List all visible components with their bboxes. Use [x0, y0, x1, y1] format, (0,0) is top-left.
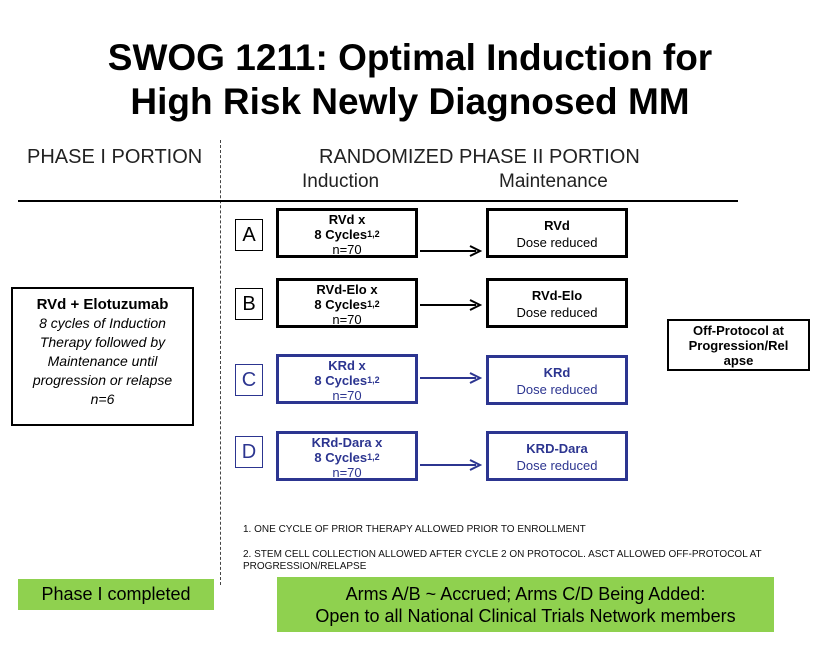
phase1-status-badge: Phase I completed: [18, 579, 214, 610]
arm-a-sup: 1,2: [367, 229, 380, 239]
header-rule: [18, 200, 738, 202]
arm-b-sup: 1,2: [367, 299, 380, 309]
phase1-line4: progression or relapse: [32, 372, 173, 388]
arms-status-badge: Arms A/B ~ Accrued; Arms C/D Being Added…: [277, 577, 774, 632]
arm-b-maint: RVd-Elo: [531, 288, 583, 303]
arm-b-regimen: RVd-Elo x: [316, 282, 378, 297]
arm-a-n: n=70: [332, 242, 362, 257]
arm-d-regimen: KRd-Dara x: [311, 435, 383, 450]
arm-a-maint-sub: Dose reduced: [516, 235, 598, 250]
arm-b-arrow: [420, 299, 483, 311]
arms-status-line2: Open to all National Clinical Trials Net…: [315, 606, 736, 626]
title-line-1: SWOG 1211: Optimal Induction for: [107, 37, 713, 78]
phase1-line1: 8 cycles of Induction: [39, 315, 166, 331]
phase1-header: PHASE I PORTION: [27, 146, 203, 168]
arm-a-arrow: [420, 245, 483, 257]
arms-status-line1: Arms A/B ~ Accrued; Arms C/D Being Added…: [345, 584, 706, 604]
arm-d-sup: 1,2: [367, 452, 380, 462]
maintenance-header: Maintenance: [499, 171, 608, 192]
phase1-line5: n=6: [90, 391, 115, 407]
off-protocol-box: Off-Protocol at Progression/Rel apse: [667, 319, 810, 371]
arm-b-n: n=70: [332, 312, 362, 327]
footnote-1: 1. ONE CYCLE OF PRIOR THERAPY ALLOWED PR…: [243, 524, 586, 535]
arm-b-letter: B: [235, 288, 263, 320]
arm-c-induction-box: KRd x 8 Cycles1,2 n=70: [276, 354, 418, 404]
arm-a-maint: RVd: [544, 218, 570, 233]
arm-d-maintenance-box: KRD-Dara Dose reduced: [486, 431, 628, 481]
arm-d-maint: KRD-Dara: [526, 441, 588, 456]
footnote-2b: PROGRESSION/RELAPSE: [243, 561, 367, 572]
footnote-2a: 2. STEM CELL COLLECTION ALLOWED AFTER CY…: [243, 549, 762, 560]
arm-a-regimen: RVd x: [328, 212, 366, 227]
phase1-line2: Therapy followed by: [39, 334, 166, 350]
title-line-2: High Risk Newly Diagnosed MM: [130, 81, 690, 122]
arm-c-n: n=70: [332, 388, 362, 403]
arm-d-induction-box: KRd-Dara x 8 Cycles1,2 n=70: [276, 431, 418, 481]
arm-d-maint-sub: Dose reduced: [516, 458, 598, 473]
arm-c-maintenance-box: KRd Dose reduced: [486, 355, 628, 405]
arm-b-cycles: 8 Cycles: [314, 297, 368, 312]
arm-d-n: n=70: [332, 465, 362, 480]
arm-c-maint-sub: Dose reduced: [516, 382, 598, 397]
arm-b-maint-sub: Dose reduced: [516, 305, 598, 320]
induction-header: Induction: [302, 171, 380, 192]
arm-a-letter: A: [235, 219, 263, 251]
arm-c-sup: 1,2: [367, 375, 380, 385]
arm-d-letter: D: [235, 436, 263, 468]
phase1-box: RVd + Elotuzumab 8 cycles of Induction T…: [11, 287, 194, 426]
arm-a-cycles: 8 Cycles: [314, 227, 368, 242]
arm-c-regimen: KRd x: [328, 358, 366, 373]
arm-c-cycles: 8 Cycles: [314, 373, 368, 388]
phase2-header: RANDOMIZED PHASE II PORTION: [319, 146, 640, 168]
off-protocol-line1: Off-Protocol at: [693, 323, 784, 338]
off-protocol-line3: apse: [723, 353, 754, 368]
arm-d-cycles: 8 Cycles: [314, 450, 368, 465]
phase1-line3: Maintenance until: [47, 353, 158, 369]
arm-c-maint: KRd: [543, 365, 571, 380]
phase-divider: [220, 140, 221, 585]
arm-c-arrow: [420, 372, 483, 384]
arm-c-letter: C: [235, 364, 263, 396]
arm-b-induction-box: RVd-Elo x 8 Cycles1,2 n=70: [276, 278, 418, 328]
off-protocol-line2: Progression/Rel: [688, 338, 789, 353]
phase1-title: RVd + Elotuzumab: [36, 296, 169, 313]
arm-a-maintenance-box: RVd Dose reduced: [486, 208, 628, 258]
arm-a-induction-box: RVd x 8 Cycles1,2 n=70: [276, 208, 418, 258]
arm-b-maintenance-box: RVd-Elo Dose reduced: [486, 278, 628, 328]
arm-d-arrow: [420, 459, 483, 471]
